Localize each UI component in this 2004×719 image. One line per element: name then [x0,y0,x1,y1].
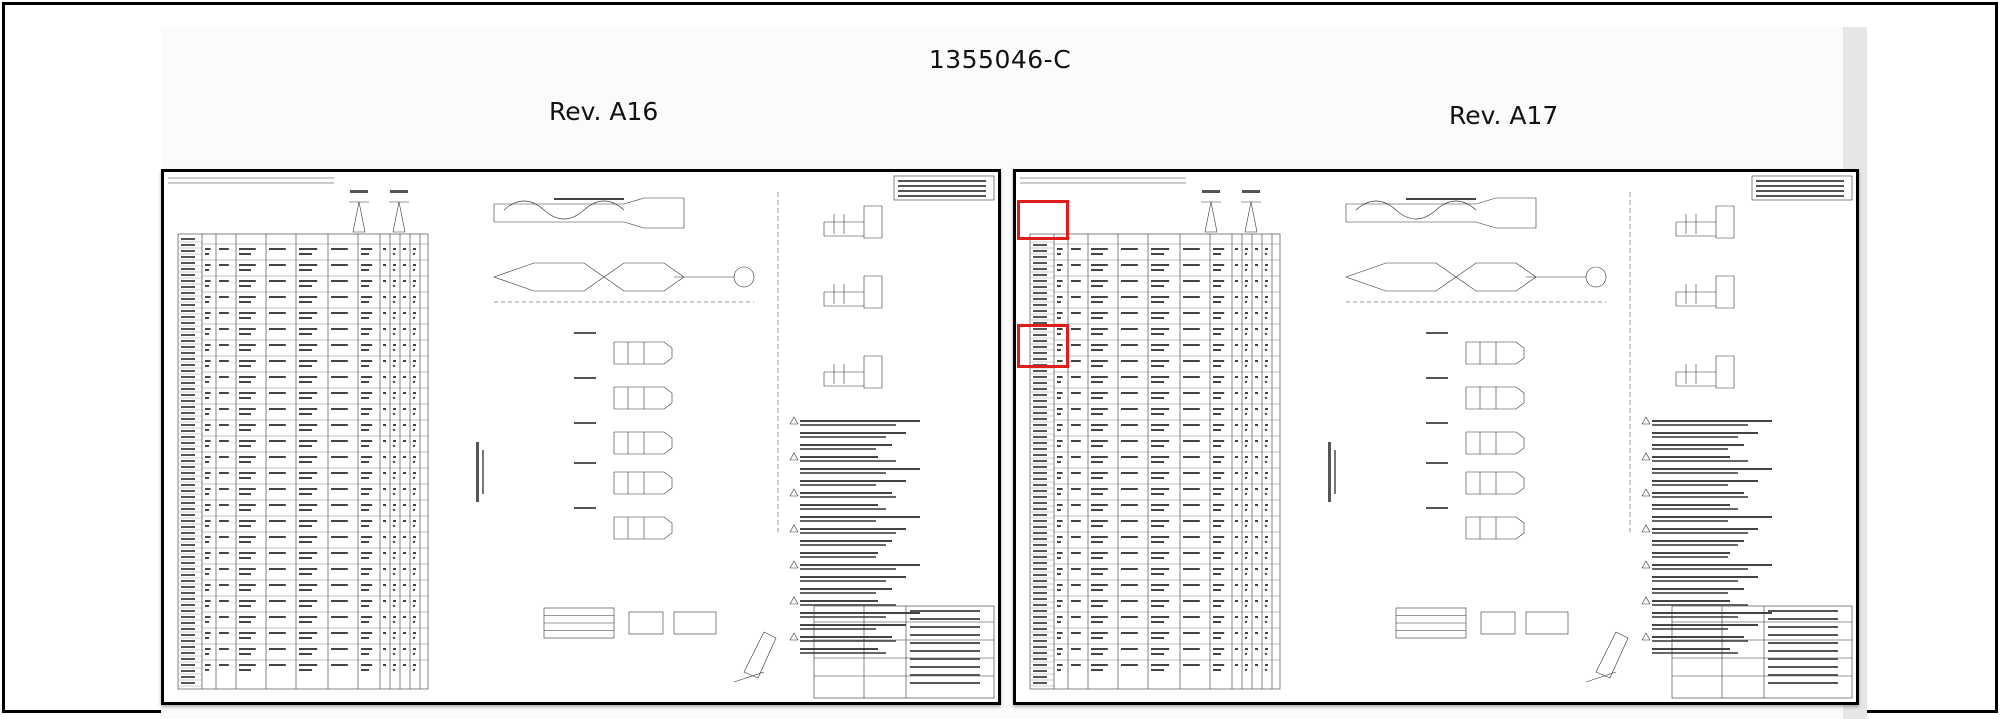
technical-drawing-sheet [1020,175,1853,699]
change-highlight-box-top [1017,200,1069,240]
drawing-rev-a16 [161,169,1001,705]
document-title: 1355046-C [928,45,1072,74]
change-highlight-box-middle [1017,324,1069,368]
revision-label-a17: Rev. A17 [1449,101,1559,130]
technical-drawing-sheet [168,175,995,699]
revision-label-a16: Rev. A16 [549,97,659,126]
drawing-rev-a17 [1013,169,1859,705]
